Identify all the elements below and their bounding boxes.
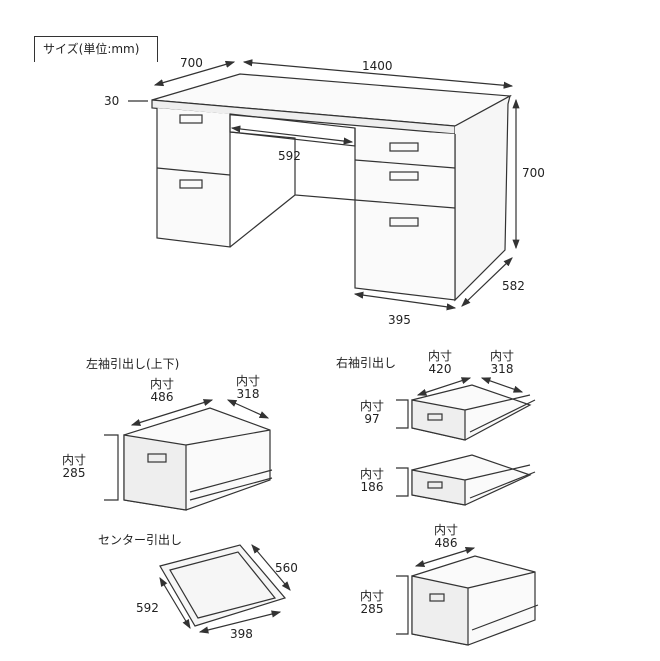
drawer-handle [179,179,203,189]
value: 186 [360,480,384,494]
value: 318 [490,362,514,376]
desk-drawing [128,59,520,311]
value: 97 [364,412,380,426]
desk-width-label: 1400 [362,59,393,73]
center-drawer-front [229,113,356,147]
dim-depth [153,60,236,87]
left-pedestal [156,108,231,248]
inner-label: 内寸 [360,399,385,413]
inner-label: 内寸 [434,523,459,537]
center-drawer-drawing [159,544,291,634]
desk-pedestal-label: 395 [388,313,411,327]
value: 285 [360,602,384,616]
drawer-handle [179,114,203,124]
left-drawer-drawing [104,399,273,511]
inner-label: 内寸 [428,349,453,363]
value: 486 [434,536,458,550]
dim-width [242,59,514,89]
dim-pedestal [353,291,457,311]
desk-depth-label: 700 [180,56,203,70]
dim-side [461,257,513,307]
center-drawer-depth-label: 560 [275,561,298,575]
inner-label: 内寸 [360,467,385,481]
value: 486 [150,390,174,404]
value: 420 [428,362,452,376]
inner-label: 内寸 [62,453,87,467]
inner-label: 内寸 [236,374,261,388]
dim-center [230,125,354,145]
center-drawer-heading: センター引出し [98,533,183,547]
drawer-handle [389,142,419,152]
right-pedestal [354,128,456,301]
center-drawer-width-label: 592 [136,601,159,615]
left-drawer-heading: 左袖引出し(上下) [86,357,180,371]
value: 318 [236,387,260,401]
desk-side-depth-label: 582 [502,279,525,293]
inner-label: 内寸 [150,377,175,391]
value: 285 [62,466,86,480]
drawer-handle [389,171,419,181]
right-drawers-drawing [396,377,539,646]
inner-label: 内寸 [490,349,515,363]
desk-height-label: 700 [522,166,545,180]
left-drawer-divider [156,167,231,176]
desk-center-label: 592 [278,149,301,163]
size-title: サイズ(単位:mm) [34,36,158,62]
right-drawer-heading: 右袖引出し [336,356,397,370]
desk-thickness-label: 30 [104,94,120,108]
center-drawer-front-label: 398 [230,627,253,641]
drawer-handle [389,217,419,227]
right-drawer-divider-2 [354,199,456,209]
right-drawer-divider-1 [354,159,456,169]
inner-label: 内寸 [360,589,385,603]
desk-side [454,94,511,302]
